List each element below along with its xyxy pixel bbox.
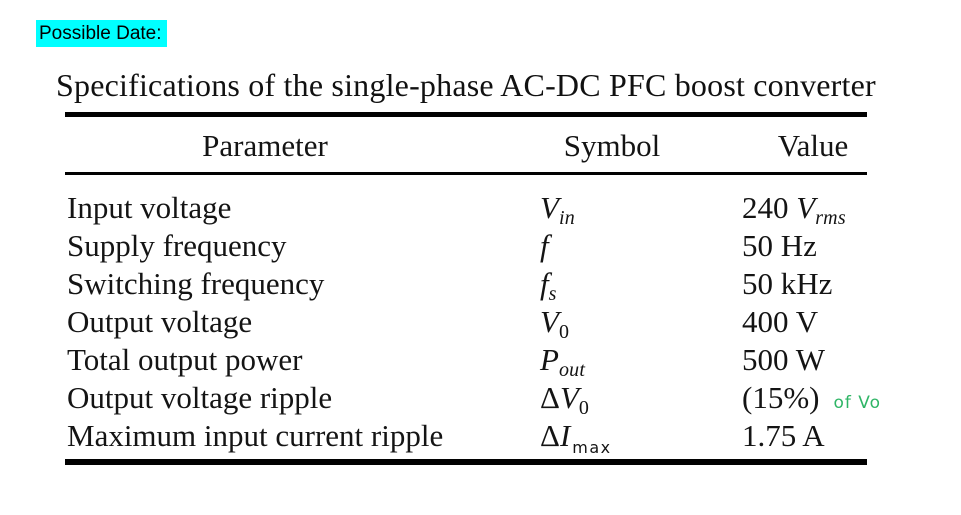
symbol-subscript-digit: 0	[578, 397, 590, 419]
symbol-cell: ΔV0	[540, 379, 591, 419]
parameter-cell: Supply frequency	[67, 228, 287, 263]
table-header-rule	[65, 172, 867, 175]
table-row: Switching frequency fs 50 kHz	[65, 265, 867, 305]
table-row: Supply frequency f 50 Hz	[65, 227, 867, 265]
table-top-rule	[65, 112, 867, 117]
col-header-symbol: Symbol	[563, 128, 661, 163]
value-cell: 240 Vrms	[742, 189, 860, 232]
col-header-value: Value	[777, 128, 849, 163]
parameter-cell: Output voltage ripple	[67, 380, 333, 415]
symbol-letter: V	[559, 380, 579, 415]
value-text: 400 V	[742, 304, 819, 339]
table-row: Total output power Pout 500 W	[65, 341, 867, 381]
value-cell: (15%) of Vo	[742, 379, 881, 422]
table-body: Input voltage Vin 240 Vrms Supply freque…	[65, 189, 880, 457]
symbol-subscript: in	[558, 207, 575, 229]
symbol-letter: f	[540, 266, 549, 301]
col-header-parameter: Parameter	[202, 128, 328, 163]
table-row: Input voltage Vin 240 Vrms	[65, 189, 867, 229]
spec-table: Parameter Symbol Value Input voltage Vin…	[65, 0, 880, 515]
symbol-subscript-green: max	[572, 438, 612, 457]
value-unit-symbol: V	[796, 190, 816, 225]
value-cell: 1.75 A	[742, 417, 839, 460]
value-cell: 400 V	[742, 303, 832, 346]
table-header-row: Parameter Symbol Value	[65, 128, 867, 166]
symbol-cell: fs	[540, 265, 559, 305]
parameter-cell: Input voltage	[67, 190, 232, 225]
value-cell: 50 kHz	[742, 265, 846, 308]
symbol-subscript: s	[548, 283, 557, 305]
value-text: 1.75 A	[742, 418, 825, 453]
symbol-subscript-digit: 0	[558, 321, 570, 343]
table-caption: Specifications of the single-phase AC-DC…	[56, 67, 876, 103]
parameter-cell: Total output power	[67, 342, 303, 377]
value-unit-subscript: rms	[815, 207, 846, 229]
table-row: Output voltage ripple ΔV0 (15%) of Vo	[65, 379, 880, 419]
value-text: 500 W	[742, 342, 825, 377]
symbol-letter: V	[540, 190, 559, 225]
symbol-letter: I	[559, 418, 571, 453]
value-cell: 50 Hz	[742, 227, 831, 270]
symbol-cell: f	[540, 227, 551, 265]
table-row: Output voltage V0 400 V	[65, 303, 867, 343]
parameter-cell: Switching frequency	[67, 266, 325, 301]
value-green-note: of Vo	[833, 393, 881, 413]
value-text: 240	[742, 190, 797, 225]
value-text: (15%)	[742, 380, 820, 415]
value-cell: 500 W	[742, 341, 839, 384]
value-text: 50 Hz	[742, 228, 817, 263]
symbol-cell: Pout	[540, 341, 587, 381]
symbol-subscript: out	[558, 359, 586, 381]
symbol-cell: Vin	[540, 189, 577, 229]
possible-date-highlight: Possible Date:	[36, 20, 167, 47]
table-bottom-rule	[65, 459, 867, 465]
delta-symbol: Δ	[540, 380, 560, 415]
symbol-letter: V	[540, 304, 559, 339]
symbol-letter: P	[540, 342, 559, 377]
symbol-cell: V0	[540, 303, 571, 343]
symbol-letter: f	[540, 228, 549, 263]
delta-symbol: Δ	[540, 418, 560, 453]
parameter-cell: Output voltage	[67, 304, 253, 339]
value-text: 50 kHz	[742, 266, 833, 301]
parameter-cell: Maximum input current ripple	[67, 418, 444, 453]
